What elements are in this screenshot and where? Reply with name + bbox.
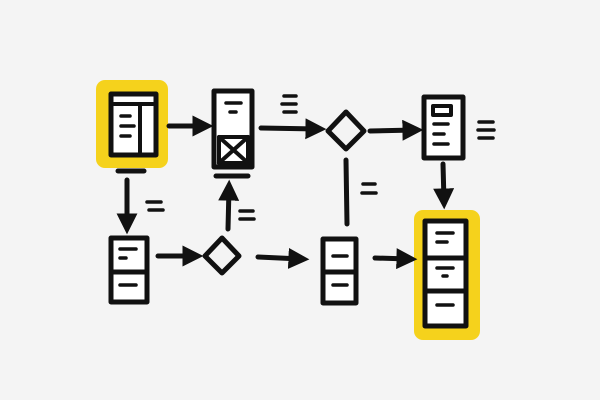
edge-arrows xyxy=(116,115,455,270)
middle-stack-node xyxy=(320,236,359,306)
text-lines-icon xyxy=(476,120,496,140)
start-page-node xyxy=(108,91,159,174)
arrow-icon xyxy=(218,179,240,232)
text-lines-icon xyxy=(145,200,165,212)
edge-line xyxy=(343,157,350,227)
detail-page-node xyxy=(421,94,466,161)
image-placeholder-icon xyxy=(217,135,250,165)
diamond-icon xyxy=(325,109,367,152)
text-lines-icon xyxy=(238,209,256,221)
arrow-icon xyxy=(258,118,327,140)
arrow-icon xyxy=(255,247,310,269)
middle-decision-node xyxy=(202,235,242,276)
image-card-node xyxy=(211,88,255,179)
left-stack-node xyxy=(108,235,150,305)
arrow-icon xyxy=(372,248,418,270)
diamond-icon xyxy=(202,235,242,276)
arrow-icon xyxy=(367,119,424,141)
result-stack-node xyxy=(422,218,469,329)
text-lines-icon xyxy=(280,94,298,114)
arrow-icon xyxy=(433,161,455,210)
top-decision-node xyxy=(325,109,367,152)
text-lines-icon xyxy=(360,182,378,195)
annotation-marks xyxy=(145,94,496,221)
